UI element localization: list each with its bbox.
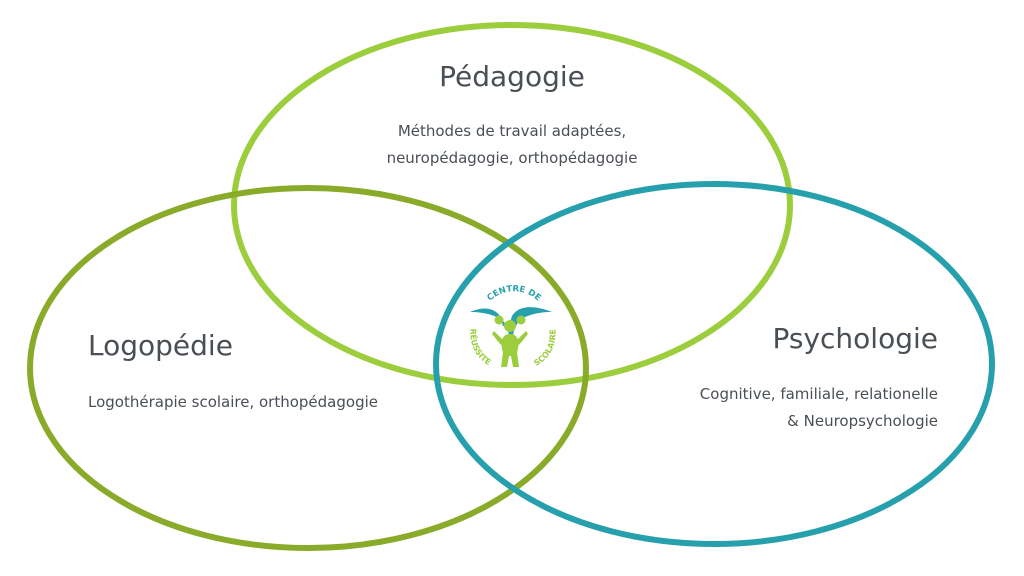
description-logopedie: Logothérapie scolaire, orthopédagogie [88, 389, 378, 416]
logo-text-right: SCOLAIRE [532, 329, 557, 368]
svg-text:RÉUSSITE: RÉUSSITE [468, 328, 492, 367]
heading-logopedie: Logopédie [88, 329, 233, 362]
description-line: Logothérapie scolaire, orthopédagogie [88, 393, 378, 411]
description-psychologie: Cognitive, familiale, relationelle & Neu… [700, 381, 938, 435]
circle-pedagogie [231, 22, 793, 388]
description-line: neuropédagogie, orthopédagogie [386, 149, 638, 167]
logo-text-top: CENTRE DE [485, 284, 542, 303]
logo-text-left: RÉUSSITE [468, 328, 492, 367]
circle-logopedie [27, 185, 589, 551]
heading-psychologie: Psychologie [772, 322, 938, 355]
heading-pedagogie: Pédagogie [439, 60, 585, 93]
description-line: Méthodes de travail adaptées, [397, 122, 627, 140]
svg-text:CENTRE DE: CENTRE DE [485, 284, 542, 303]
description-line: & Neuropsychologie [787, 412, 938, 430]
description-pedagogie: Méthodes de travail adaptées, neuropédag… [387, 118, 638, 172]
person-figure-icon [492, 315, 528, 367]
description-line: Cognitive, familiale, relationelle [699, 385, 938, 403]
centre-reussite-logo: CENTRE DE RÉUSSITE SCOLAIRE [468, 284, 557, 368]
svg-text:SCOLAIRE: SCOLAIRE [532, 329, 557, 368]
circle-psychologie [433, 181, 995, 547]
